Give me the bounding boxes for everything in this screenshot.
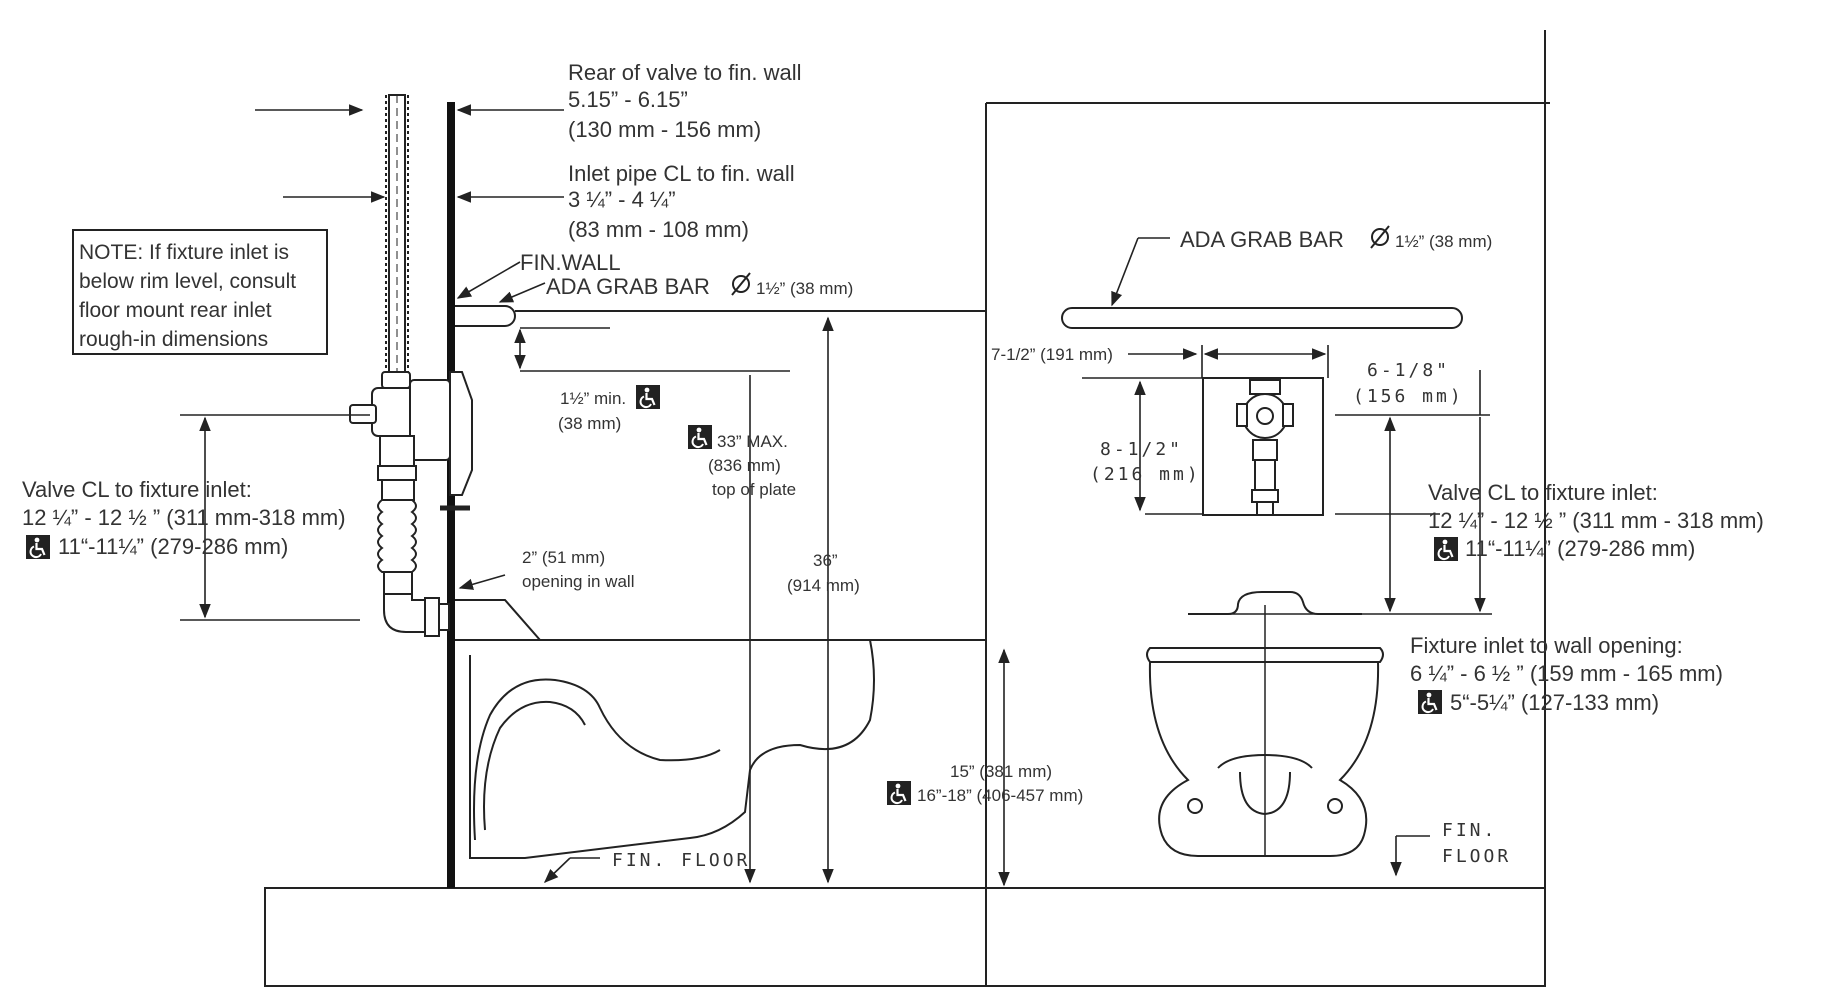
toilet-front-view [1146,591,1384,857]
toilet-side-view [455,599,986,859]
max-plate-mm: (836 mm) [708,456,781,475]
flush-valve [349,371,473,637]
floor-slab [264,30,1550,987]
wheelchair-icon [885,779,913,807]
min-clearance-mm: (38 mm) [558,414,621,433]
inlet-pipe-mm: (83 mm - 108 mm) [568,217,749,242]
valve-cl-title-left: Valve CL to fixture inlet: [22,477,252,502]
height-36-label: 36” [813,551,838,570]
diameter-symbol-icon [1370,225,1390,249]
grab-bar-front [1061,307,1463,329]
width-156-inches: 6-1/8" [1367,360,1450,381]
width-156-mm: (156 mm) [1353,386,1464,407]
rear-valve-title: Rear of valve to fin. wall [568,60,802,85]
wheelchair-icon [634,383,662,411]
rear-valve-mm: (130 mm - 156 mm) [568,117,761,142]
fixture-inlet-title: Fixture inlet to wall opening: [1410,633,1683,658]
max-plate-note: top of plate [712,480,796,499]
note-line-2: below rim level, consult [79,270,296,293]
grab-bar-side [455,305,516,327]
valve-front-view [1202,377,1324,516]
max-plate-label: 33” MAX. [717,432,788,451]
grab-bar-size-left: 1½” (38 mm) [756,279,853,298]
grab-bar-label-left: ADA GRAB BAR [546,274,710,299]
valve-cl-range-right: 12 ¼” - 12 ½ ” (311 mm - 318 mm) [1428,508,1764,533]
min-clearance: 1½” min. [560,389,626,408]
wheelchair-icon [1432,535,1460,563]
fin-floor-right-1: FIN. [1442,820,1497,841]
fin-floor-left: FIN. FLOOR [612,850,750,871]
opening-note: opening in wall [522,572,634,591]
grab-bar-label-right: ADA GRAB BAR [1180,227,1344,252]
height-216-inches: 8-1/2" [1100,439,1183,460]
supply-pipe [385,94,409,376]
opening-size: 2” (51 mm) [522,548,605,567]
rear-valve-inches: 5.15” - 6.15” [568,87,688,112]
valve-cl-ada-right: 11“-11¼” (279-286 mm) [1465,536,1695,561]
rim-height: 15” (381 mm) [950,762,1052,781]
labels: Rear of valve to fin. wall 5.15” - 6.15”… [22,60,1764,871]
note-box [72,229,328,355]
note-line-4: rough-in dimensions [79,328,268,351]
fin-wall-label: FIN.WALL [520,250,621,275]
fin-floor-right-2: FLOOR [1442,846,1511,867]
valve-cl-ada-left: 11“-11¼” (279-286 mm) [58,534,288,559]
height-216-mm: (216 mm) [1090,464,1201,485]
wheelchair-icon [24,533,52,561]
note-line-3: floor mount rear inlet [79,299,272,322]
inlet-pipe-inches: 3 ¼” - 4 ¼” [568,187,676,212]
right-dimensions [1082,237,1492,877]
left-dimensions [180,104,1010,887]
diameter-symbol-icon [731,272,751,296]
valve-cl-range-left: 12 ¼” - 12 ½ ” (311 mm-318 mm) [22,505,346,530]
offset-191: 7-1/2” (191 mm) [991,345,1113,364]
note-line-1: NOTE: If fixture inlet is [79,241,289,264]
rim-height-ada: 16”-18” (406-457 mm) [917,786,1083,805]
height-36-mm: (914 mm) [787,576,860,595]
fixture-inlet-ada: 5“-5¼” (127-133 mm) [1450,690,1659,715]
fixture-inlet-range: 6 ¼” - 6 ½ ” (159 mm - 165 mm) [1410,661,1723,686]
grab-bar-size-right: 1½” (38 mm) [1395,232,1492,251]
inlet-pipe-title: Inlet pipe CL to fin. wall [568,161,795,186]
valve-cl-title-right: Valve CL to fixture inlet: [1428,480,1658,505]
wheelchair-icon [1416,688,1444,716]
wheelchair-icon [686,423,714,451]
